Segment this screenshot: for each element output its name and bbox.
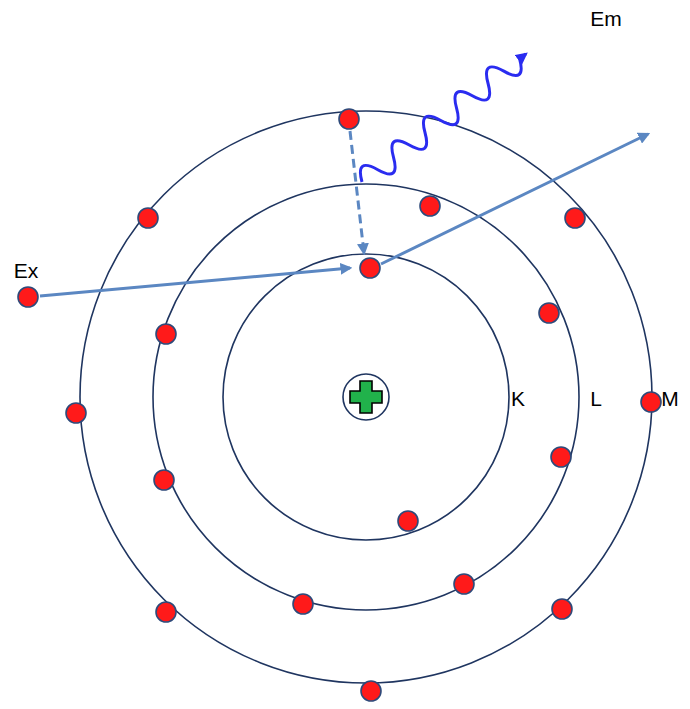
ejected-arrow <box>381 134 648 264</box>
electron <box>641 392 661 412</box>
transition-arrow <box>350 131 364 253</box>
electron <box>565 208 585 228</box>
electron <box>66 403 86 423</box>
l-shell <box>153 184 579 610</box>
nucleus <box>343 374 389 420</box>
excitation-label: Ex <box>14 260 39 281</box>
shell-label: L <box>590 388 602 409</box>
electron <box>551 447 571 467</box>
electron <box>420 196 440 216</box>
electron <box>156 602 176 622</box>
incident-arrow <box>40 268 350 296</box>
k-shell <box>223 254 509 540</box>
electron <box>360 258 380 278</box>
electron <box>138 208 158 228</box>
electron <box>154 470 174 490</box>
electrons <box>18 109 661 701</box>
electron <box>339 109 359 129</box>
plus-sign <box>350 381 382 413</box>
shell-label: M <box>661 388 679 409</box>
shell-label: K <box>511 388 525 409</box>
m-shell <box>80 111 652 683</box>
electron <box>454 574 474 594</box>
electron <box>552 599 572 619</box>
electron <box>156 324 176 344</box>
electron <box>539 303 559 323</box>
incident-electron <box>18 287 38 307</box>
electron <box>293 594 313 614</box>
emission-label: Em <box>590 8 622 29</box>
electron <box>398 511 418 531</box>
electron <box>361 681 381 701</box>
photon-wave <box>355 44 534 191</box>
